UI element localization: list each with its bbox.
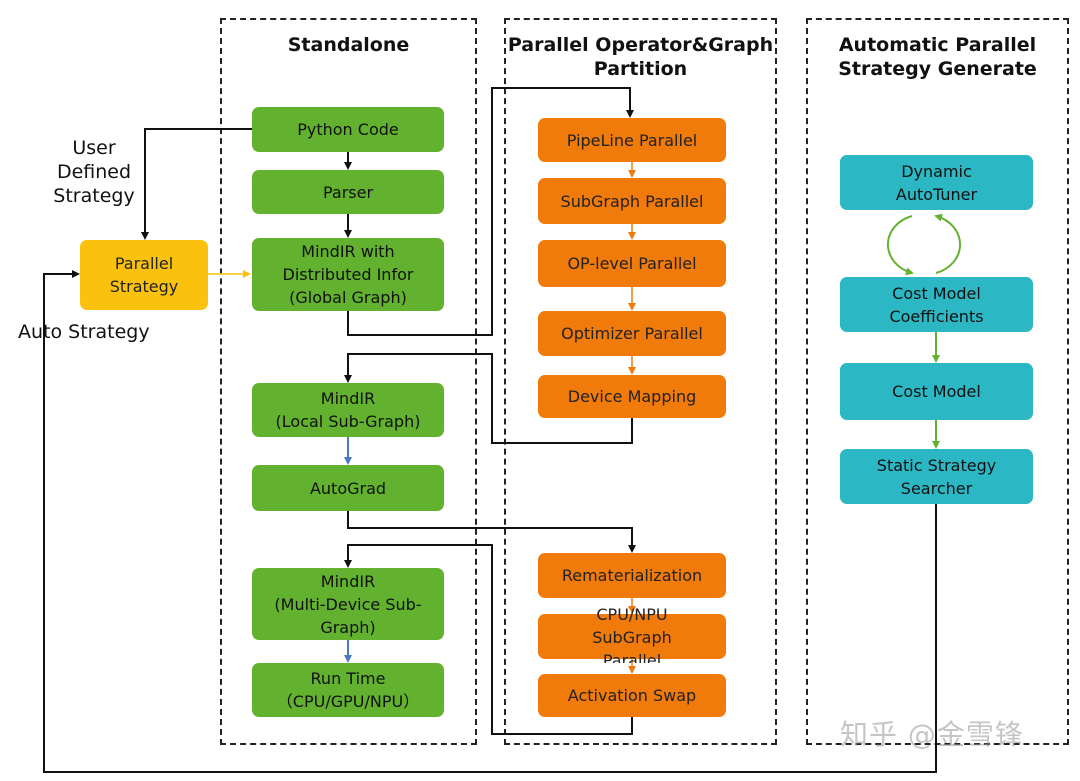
parser-label: Parser [322,182,374,202]
mindir-multi-line3: Graph) [320,617,376,637]
auto-title-line1: Automatic Parallel [838,34,1037,56]
device-mapping-label: Device Mapping [567,387,697,406]
static-strategy-searcher-box: Static Strategy Searcher [840,449,1033,504]
partition-title: Parallel Operator&Graph Partition [506,33,775,81]
standalone-title: Standalone [287,34,410,56]
mindir-local-line2: (Local Sub-Graph) [275,412,421,431]
cost-model-coefficients-box: Cost Model Coefficients [840,277,1033,332]
mindir-local-line1: MindIR [320,389,376,408]
cpu-npu-line2: SubGraph [592,628,672,647]
runtime-line2: （CPU/GPU/NPU） [276,692,420,711]
activation-swap-label: Activation Swap [567,686,697,705]
user-defined-strategy-label: User Defined Strategy [44,136,144,208]
parallel-strategy-box: Parallel Strategy [80,240,208,310]
autograd-to-remat-arrow [347,511,636,553]
cpu-npu-line3: Parallel [602,651,662,663]
partition-title-line1: Parallel Operator&Graph [507,34,774,56]
rematerialization-label: Rematerialization [561,566,703,585]
auto-title: Automatic Parallel Strategy Generate [808,33,1067,81]
optimizer-parallel-label: Optimizer Parallel [561,324,703,343]
runtime-box: Run Time （CPU/GPU/NPU） [252,663,444,717]
dynamic-autotuner-box: Dynamic AutoTuner [840,155,1033,210]
user-label-line2: Defined [56,161,132,183]
swap-to-multi-arrow [344,544,633,735]
cpu-npu-line1: CPU/NPU [596,605,668,624]
auto-strategy-label: Auto Strategy [18,321,150,343]
cost-model-box: Cost Model [840,363,1033,420]
pipeline-parallel-label: PipeLine Parallel [566,130,698,150]
static-line2: Searcher [900,478,973,498]
device-to-local-arrow [344,353,633,444]
subgraph-parallel-label: SubGraph Parallel [560,191,704,211]
standalone-panel: Standalone [220,18,477,745]
optimizer-parallel-box: Optimizer Parallel [538,311,726,356]
user-label-line1: User [72,137,116,159]
parallel-strategy-line1: Parallel [114,254,174,273]
cpu-npu-subgraph-box [538,614,726,659]
autograd-label: AutoGrad [309,478,387,498]
coeff-line2: Coefficients [889,306,984,326]
activation-swap-box: Activation Swap [538,674,726,717]
rematerialization-box: Rematerialization [538,553,726,598]
static-line1: Static Strategy [876,455,997,475]
dynamic-line1: Dynamic [901,161,972,181]
tuning-loop-right [934,213,962,274]
global-to-pipeline-arrow [347,87,634,336]
subgraph-parallel-box: SubGraph Parallel [538,178,726,224]
mindir-global-line2: Distributed Infor [282,265,414,284]
pipeline-parallel-box: PipeLine Parallel [538,118,726,162]
partition-title-line2: Partition [593,58,688,80]
op-level-parallel-label: OP-level Parallel [567,254,697,273]
mindir-multi-line2: (Multi-Device Sub- [274,594,422,614]
parallel-strategy-line2: Strategy [109,277,179,296]
mindir-multi-line1: MindIR [320,571,376,591]
mindir-global-line1: MindIR with [301,242,395,261]
user-strategy-arrow [141,128,252,240]
mindir-global-line3: (Global Graph) [289,288,407,307]
python-code-label: Python Code [297,120,399,139]
mindir-local-box: MindIR (Local Sub-Graph) [252,383,444,437]
mindir-global-box: MindIR with Distributed Infor (Global Gr… [252,238,444,311]
cost-model-label: Cost Model [892,382,981,401]
python-code-box: Python Code [252,107,444,152]
device-mapping-box: Device Mapping [538,375,726,418]
auto-panel: Automatic Parallel Strategy Generate [806,18,1069,745]
dynamic-line2: AutoTuner [895,184,978,204]
auto-title-line2: Strategy Generate [838,58,1037,80]
mindir-multi-box: MindIR (Multi-Device Sub- Graph) [252,568,444,640]
user-label-line3: Strategy [53,185,135,207]
watermark: 知乎 @金雪锋 [840,718,1024,751]
tuning-loop-left [886,215,914,276]
autograd-box: AutoGrad [252,465,444,511]
parser-box: Parser [252,170,444,214]
op-level-parallel-box: OP-level Parallel [538,240,726,287]
cpu-npu-subgraph-label: CPU/NPU SubGraph Parallel [538,603,726,663]
partition-panel: Parallel Operator&Graph Partition [504,18,777,745]
auto-strategy-arrow [43,270,937,773]
coeff-line1: Cost Model [892,283,981,303]
runtime-line1: Run Time [310,669,386,688]
